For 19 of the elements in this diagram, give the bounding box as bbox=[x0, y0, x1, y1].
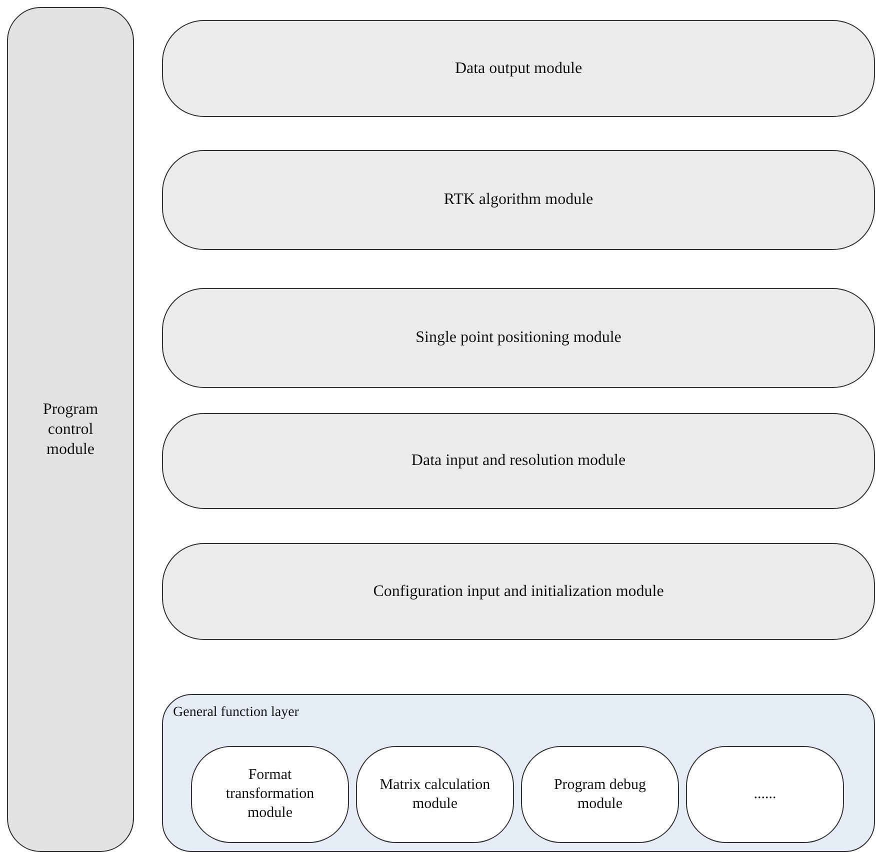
module-block bbox=[162, 288, 875, 388]
module-label: Data input and resolution module bbox=[411, 451, 626, 471]
layer-title: General function layer bbox=[173, 705, 299, 721]
module-label: Single point positioning module bbox=[416, 328, 622, 348]
module-block bbox=[356, 746, 514, 843]
module-block bbox=[521, 746, 679, 843]
module-label: Program debug module bbox=[552, 776, 648, 814]
module-label: Format transformation module bbox=[224, 766, 316, 823]
module-label: Configuration input and initialization module bbox=[373, 582, 664, 602]
module-block bbox=[686, 746, 844, 843]
module-block bbox=[191, 746, 349, 843]
module-block bbox=[162, 150, 875, 250]
module-label: RTK algorithm module bbox=[444, 190, 594, 210]
module-label: Program control module bbox=[42, 400, 100, 460]
module-label: ...... bbox=[754, 785, 776, 804]
module-label: Data output module bbox=[454, 58, 582, 78]
module-label: Matrix calculation module bbox=[378, 776, 492, 814]
module-block bbox=[7, 7, 134, 852]
layer-panel bbox=[162, 694, 875, 852]
